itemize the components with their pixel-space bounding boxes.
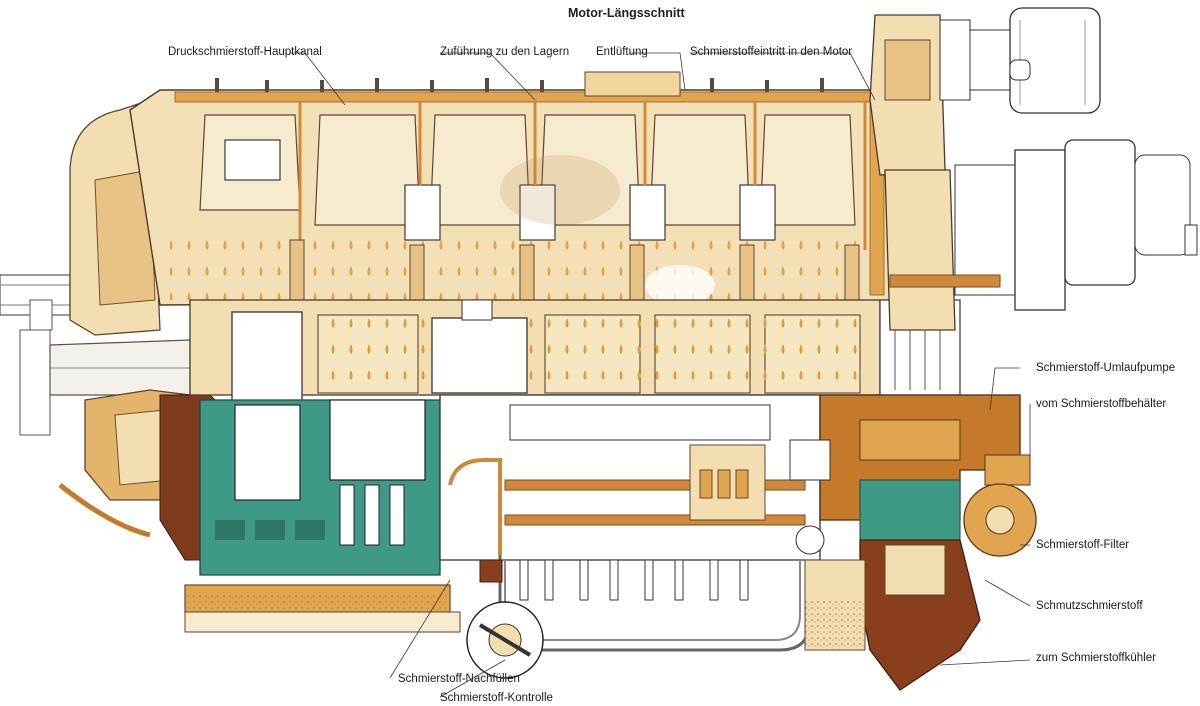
label-dirty-oil: Schmutzschmierstoff bbox=[1036, 600, 1143, 612]
upper-crankcase bbox=[129, 71, 896, 306]
cylinder-bank bbox=[189, 299, 881, 408]
diagram-title: Motor-Längsschnitt bbox=[568, 6, 685, 20]
label-vent: Entlüftung bbox=[596, 46, 648, 58]
label-circulation-pump: Schmierstoff-Umlaufpumpe bbox=[1036, 362, 1176, 374]
pump-cluster bbox=[789, 299, 1037, 691]
lower-cylinders bbox=[184, 399, 461, 633]
label-oil-filter: Schmierstoff-Filter bbox=[1036, 539, 1130, 551]
label-from-oil-tank: vom Schmierstoffbehälter bbox=[1036, 398, 1167, 410]
label-main-oil-channel: Druckschmierstoff-Hauptkanal bbox=[168, 46, 322, 58]
label-oil-refill: Schmierstoff-Nachfüllen bbox=[398, 673, 520, 685]
leader-lines bbox=[290, 52, 1031, 698]
accessory-housing bbox=[439, 394, 821, 679]
label-oil-inlet: Schmierstoffeintritt in den Motor bbox=[690, 46, 853, 58]
label-bearing-feed: Zuführung zu den Lagern bbox=[440, 46, 570, 58]
propeller-shaft bbox=[0, 274, 191, 436]
label-to-oil-cooler: zum Schmierstoffkühler bbox=[1036, 652, 1156, 664]
rear-accessories bbox=[869, 7, 1198, 331]
label-oil-control: Schmierstoff-Kontrolle bbox=[440, 692, 553, 704]
